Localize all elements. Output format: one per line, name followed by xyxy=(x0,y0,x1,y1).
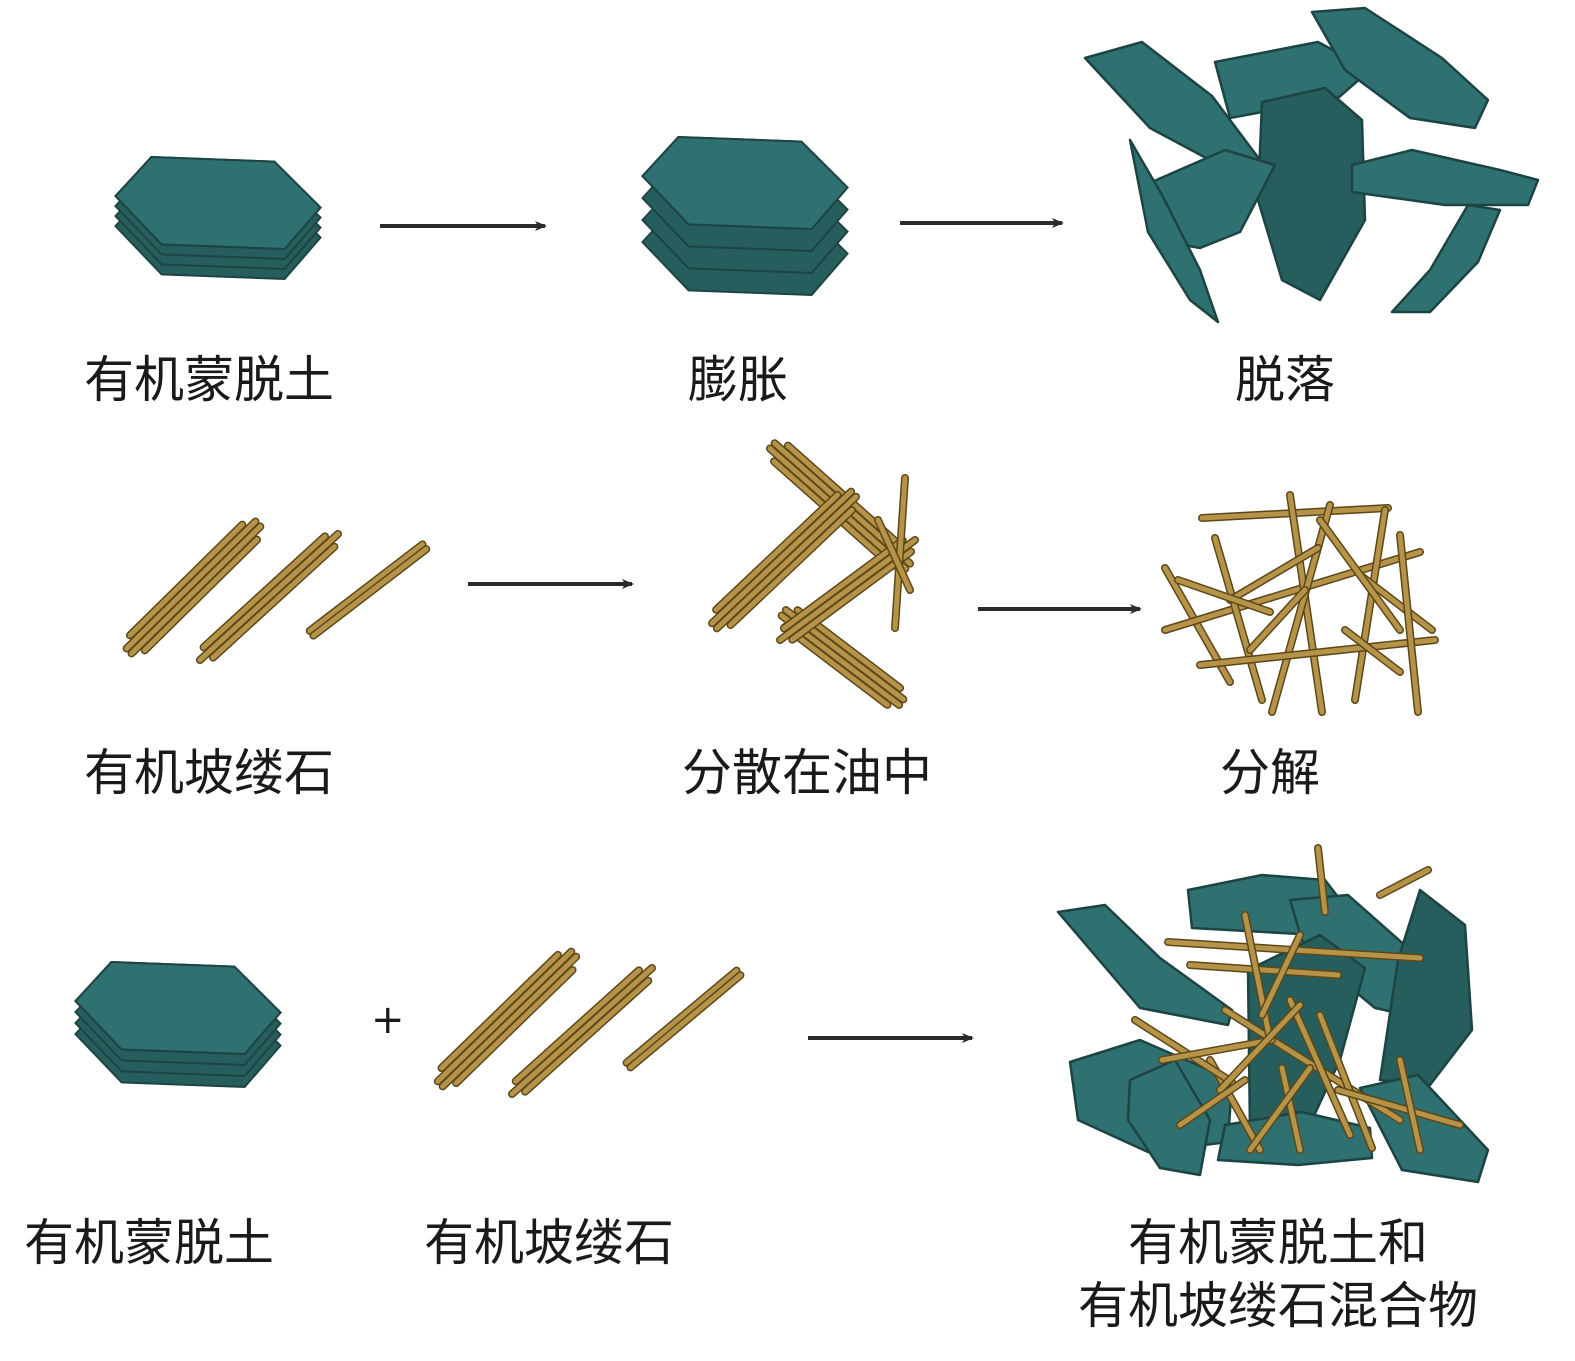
label-mix-palygorskite: 有机坡缕石 xyxy=(424,1214,674,1272)
decomposed-rod-core xyxy=(1317,517,1403,633)
palygorskite-bundle-mix-core xyxy=(509,965,655,1097)
mixture-rod-core xyxy=(1187,962,1341,978)
mixture-rod-core xyxy=(1177,1077,1248,1128)
dispersed-rod-core xyxy=(892,475,908,631)
label-decomposition: 分解 xyxy=(1220,744,1320,802)
exfoliated-platelet xyxy=(1350,148,1540,207)
palygorskite-bundle-core xyxy=(197,531,341,663)
palygorskite-bundle-mix-core xyxy=(624,968,740,1066)
palygorskite-bundle-mix-core xyxy=(438,952,561,1071)
palygorskite-bundle-core xyxy=(124,519,258,651)
exfoliated-platelet xyxy=(1390,203,1502,314)
mixture-rod-core xyxy=(1287,997,1353,1138)
decomposed-rod-core xyxy=(1352,507,1388,703)
mixture-rod-core xyxy=(1242,912,1273,1043)
mixture-rod-core xyxy=(1335,1087,1463,1128)
mixture-rod-core xyxy=(1315,845,1328,915)
mixture-platelet xyxy=(1378,888,1474,1087)
decomposed-rod-core xyxy=(1357,572,1435,633)
dispersed-bundle-core xyxy=(781,537,906,631)
dispersed-bundle-core xyxy=(789,549,914,643)
label-mix-montmorillonite: 有机蒙脱土 xyxy=(24,1214,274,1272)
palygorskite-bundle-mix-core xyxy=(513,967,642,1084)
label-mixture-line1: 有机蒙脱土和 xyxy=(1128,1214,1428,1272)
mixture-rod-core xyxy=(1247,1065,1313,1153)
palygorskite-bundle-core xyxy=(210,544,337,661)
decomposed-rod-core xyxy=(1397,532,1421,715)
clay-stack-compact-mix xyxy=(74,960,282,1089)
decomposed-rod-core xyxy=(1212,535,1265,703)
label-swelling: 膨胀 xyxy=(688,351,788,409)
mixture-rod-core xyxy=(1159,1037,1275,1063)
palygorskite-bundle-mix-core xyxy=(453,967,576,1086)
exfoliated-platelet xyxy=(1310,6,1490,130)
exfoliated-platelet xyxy=(1256,86,1367,302)
palygorskite-bundle-mix-core xyxy=(435,949,574,1084)
plus-sign: + xyxy=(371,997,405,1043)
mixture-platelet xyxy=(1358,1073,1490,1184)
palygorskite-bundle-core xyxy=(129,524,263,656)
exfoliated-platelet xyxy=(1128,138,1220,324)
mixture-rod-core xyxy=(1377,867,1431,898)
decomposed-rod-core xyxy=(1175,577,1273,615)
decomposed-rod-core xyxy=(1247,587,1308,653)
dispersed-bundle-core xyxy=(714,494,859,631)
decomposed-rod-core xyxy=(1342,627,1403,675)
label-organic-palygorskite: 有机坡缕石 xyxy=(84,744,334,802)
palygorskite-bundle-core xyxy=(201,533,328,650)
dispersed-bundle-core xyxy=(713,492,840,613)
palygorskite-bundle-mix-core xyxy=(440,954,579,1089)
mixture-rod-core xyxy=(1397,1057,1423,1153)
palygorskite-bundle-core xyxy=(307,541,426,634)
label-organic-montmorillonite: 有机蒙脱土 xyxy=(84,351,334,409)
palygorskite-bundle-mix-core xyxy=(627,972,743,1070)
dispersed-bundle-core xyxy=(728,507,855,628)
decomposed-rod-core xyxy=(1269,502,1333,715)
mixture-rod-core xyxy=(1259,932,1303,1018)
mixture-rod-core xyxy=(1132,1017,1235,1085)
dispersed-bundle-core xyxy=(782,624,890,708)
mixture-rod-core xyxy=(1217,1002,1303,1093)
decomposed-rod-core xyxy=(1197,637,1438,668)
decomposed-rod-core xyxy=(1227,545,1321,603)
mixture-rod-core xyxy=(1317,1012,1375,1151)
palygorskite-bundle-core xyxy=(310,546,429,639)
clay-stack-swollen xyxy=(641,135,849,297)
palygorskite-bundle-core xyxy=(142,537,260,653)
dispersed-bundle-core xyxy=(709,489,854,626)
clay-stack-compact xyxy=(114,155,322,281)
mixture-rod-core xyxy=(1279,1065,1303,1153)
label-mixture-line2: 有机坡缕石混合物 xyxy=(1078,1277,1478,1335)
palygorskite-bundle-mix-core xyxy=(522,978,651,1095)
dispersed-rod-core xyxy=(875,517,913,593)
palygorskite-bundle-core xyxy=(127,522,245,638)
label-exfoliation: 脱落 xyxy=(1235,351,1335,409)
label-dispersed-in-oil: 分散在油中 xyxy=(682,744,932,802)
